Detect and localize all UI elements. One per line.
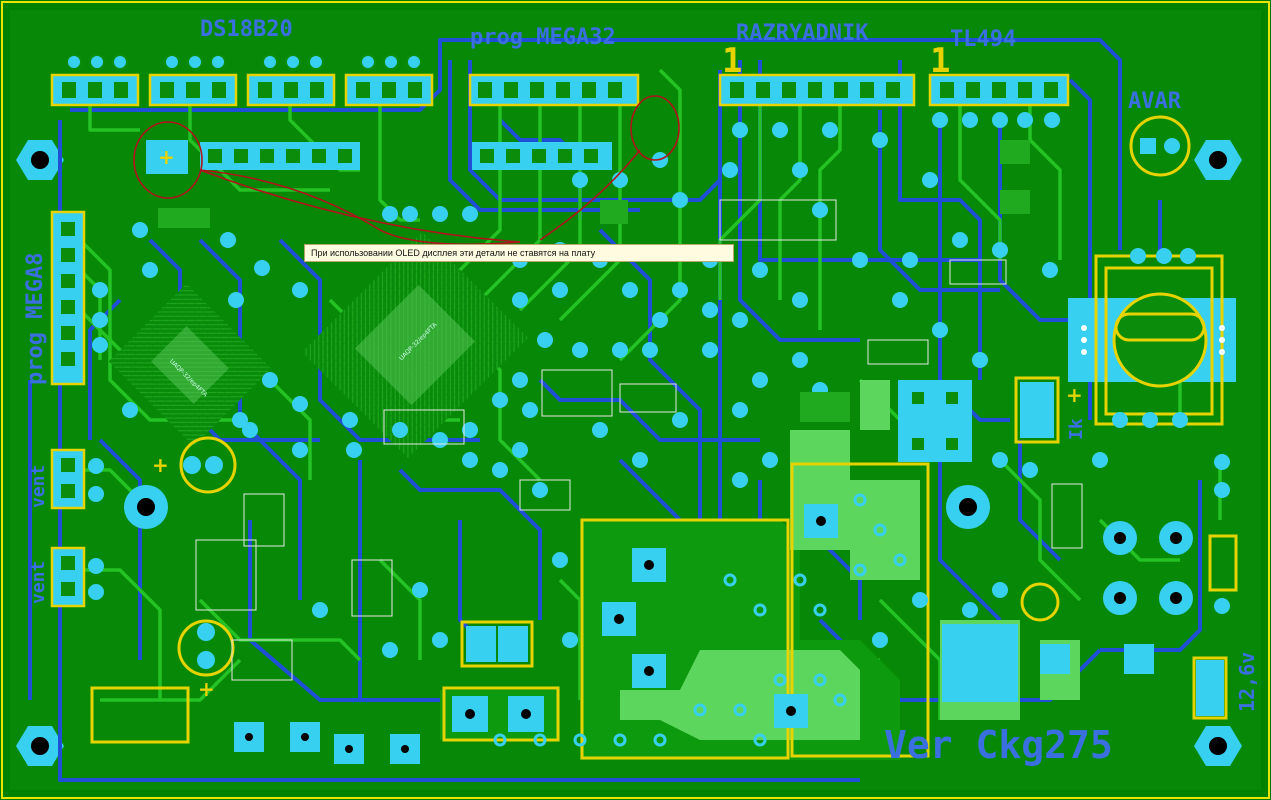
- label-vent-2: vent: [28, 561, 49, 604]
- label-avar: AVAR: [1128, 89, 1182, 114]
- indicator-cap: [146, 140, 188, 174]
- screw-holes: [124, 485, 990, 529]
- smd-components: [195, 199, 1083, 681]
- label-pin1-razryadnik: 1: [722, 41, 742, 81]
- label-tl494: TL494: [950, 27, 1016, 52]
- annotation-note: При использовании OLED дисплея эти детал…: [304, 244, 734, 262]
- svg-text:+: +: [158, 145, 175, 169]
- svg-text:+: +: [152, 453, 169, 477]
- header-pin-holes-top: [62, 82, 1058, 98]
- sensor-pads: [66, 54, 422, 70]
- capacitor-outlines: [177, 115, 1191, 677]
- power-pads: [234, 382, 1224, 764]
- svg-text:+: +: [1066, 383, 1083, 407]
- power-module-outline: [580, 518, 790, 760]
- mcu-mega32-footprint: [301, 231, 529, 459]
- label-pin1-tl494: 1: [930, 41, 950, 81]
- label-ds18b20: DS18B20: [200, 17, 293, 42]
- radiator-outline: [790, 462, 930, 758]
- label-prog-mega8: prog MEGA8: [23, 253, 48, 385]
- mcu-mega8-footprint: [108, 283, 272, 447]
- label-voltage: 12,6v: [1235, 652, 1259, 712]
- pour-vias: [493, 493, 907, 747]
- label-ik: Ik: [1066, 418, 1087, 440]
- svg-text:+: +: [198, 677, 215, 701]
- label-version: Ver Ckg275: [884, 723, 1113, 767]
- vias: [88, 112, 1230, 658]
- power-transformer: [1068, 254, 1236, 426]
- label-vent-1: vent: [28, 465, 49, 508]
- label-razryadnik: RAZRYADNIK: [736, 21, 869, 46]
- label-prog-mega32: prog MEGA32: [470, 25, 616, 50]
- relay-pads: [898, 380, 972, 462]
